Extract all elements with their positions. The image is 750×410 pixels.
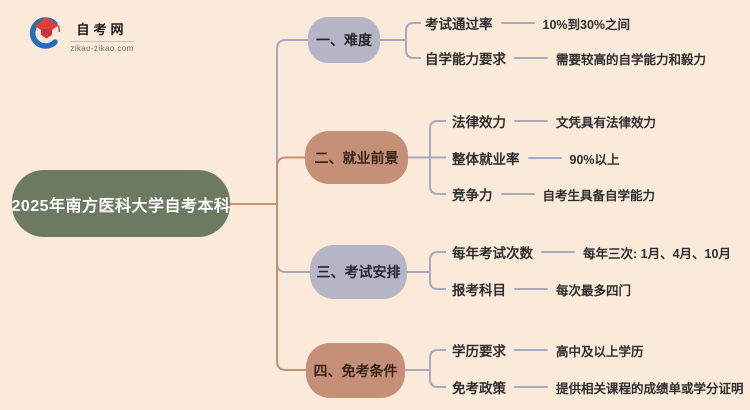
branch-node-label: 一、难度 bbox=[316, 32, 372, 48]
branch-node-label: 三、考试安排 bbox=[316, 264, 401, 280]
leaf-value: 90%以上 bbox=[569, 152, 620, 167]
leaf-row: 每年考试次数 每年三次: 1月、4月、10月 bbox=[452, 242, 731, 262]
leaf-label: 自学能力要求 bbox=[425, 52, 506, 67]
leaf-connector-line bbox=[527, 157, 562, 159]
branch1-connector bbox=[276, 39, 308, 204]
leaf-row: 法律效力 文凭具有法律效力 bbox=[452, 111, 656, 131]
leaf-value: 文凭具有法律效力 bbox=[556, 115, 657, 130]
leaf-row: 竞争力 自考生具备自学能力 bbox=[452, 184, 655, 204]
branch4-bracket bbox=[429, 349, 446, 388]
branch-node-exam-schedule: 三、考试安排 bbox=[310, 245, 407, 299]
leaf-connector-line bbox=[500, 193, 535, 195]
site-name: 自考网 bbox=[76, 21, 128, 37]
leaf-row: 自学能力要求 需要较高的自学能力和毅力 bbox=[425, 48, 706, 68]
leaf-label: 法律效力 bbox=[452, 115, 506, 130]
leaf-value: 需要较高的自学能力和毅力 bbox=[556, 52, 707, 67]
leaf-connector-line bbox=[514, 57, 548, 59]
leaf-connector-line bbox=[514, 288, 548, 290]
root-topic-label: 2025年南方医科大学自考本科 bbox=[11, 197, 231, 215]
leaf-label: 整体就业率 bbox=[452, 152, 520, 167]
leaf-row: 整体就业率 90%以上 bbox=[452, 148, 620, 168]
branch-node-exemption: 四、免考条件 bbox=[306, 343, 405, 398]
leaf-label: 学历要求 bbox=[452, 344, 506, 359]
leaf-connector-line bbox=[500, 22, 535, 24]
leaf-value: 自考生具备自学能力 bbox=[542, 188, 656, 203]
leaf-connector-line bbox=[514, 349, 548, 351]
logo-divider bbox=[70, 40, 134, 42]
branch3-bracket bbox=[429, 251, 446, 290]
leaf-value: 每年三次: 1月、4月、10月 bbox=[583, 246, 731, 261]
branch4-connector bbox=[276, 204, 306, 371]
leaf-label: 每年考试次数 bbox=[452, 246, 533, 261]
leaf-connector-line bbox=[541, 251, 575, 253]
leaf-row: 考试通过率 10%到30%之间 bbox=[425, 13, 630, 33]
branch1-bracket bbox=[405, 22, 421, 59]
leaf-label: 报考科目 bbox=[452, 283, 506, 298]
branch-node-difficulty: 一、难度 bbox=[308, 17, 380, 63]
branch-node-employment: 二、就业前景 bbox=[305, 131, 408, 184]
graduation-cap-icon bbox=[26, 15, 62, 56]
root-topic-node: 2025年南方医科大学自考本科 bbox=[11, 170, 231, 237]
leaf-row: 免考政策 提供相关课程的成绩单或学分证明 bbox=[452, 377, 744, 397]
leaf-value: 每次最多四门 bbox=[556, 283, 632, 298]
site-logo-text: 自考网 zikao-zikao.com bbox=[70, 19, 134, 53]
leaf-connector-line bbox=[514, 386, 548, 388]
leaf-label: 竞争力 bbox=[452, 188, 493, 203]
site-url: zikao-zikao.com bbox=[70, 43, 134, 53]
leaf-label: 免考政策 bbox=[452, 381, 506, 396]
leaf-connector-line bbox=[514, 120, 548, 122]
branch-node-label: 二、就业前景 bbox=[314, 149, 399, 166]
branch3-connector bbox=[276, 204, 310, 273]
branch2-connector bbox=[276, 156, 305, 204]
leaf-label: 考试通过率 bbox=[425, 17, 493, 32]
leaf-row: 学历要求 高中及以上学历 bbox=[452, 340, 644, 360]
leaf-value: 提供相关课程的成绩单或学分证明 bbox=[556, 381, 744, 396]
branch-node-label: 四、免考条件 bbox=[313, 362, 398, 379]
leaf-row: 报考科目 每次最多四门 bbox=[452, 279, 631, 299]
leaf-value: 10%到30%之间 bbox=[542, 17, 631, 32]
leaf-value: 高中及以上学历 bbox=[556, 344, 644, 359]
site-logo: 自考网 zikao-zikao.com bbox=[26, 15, 134, 56]
